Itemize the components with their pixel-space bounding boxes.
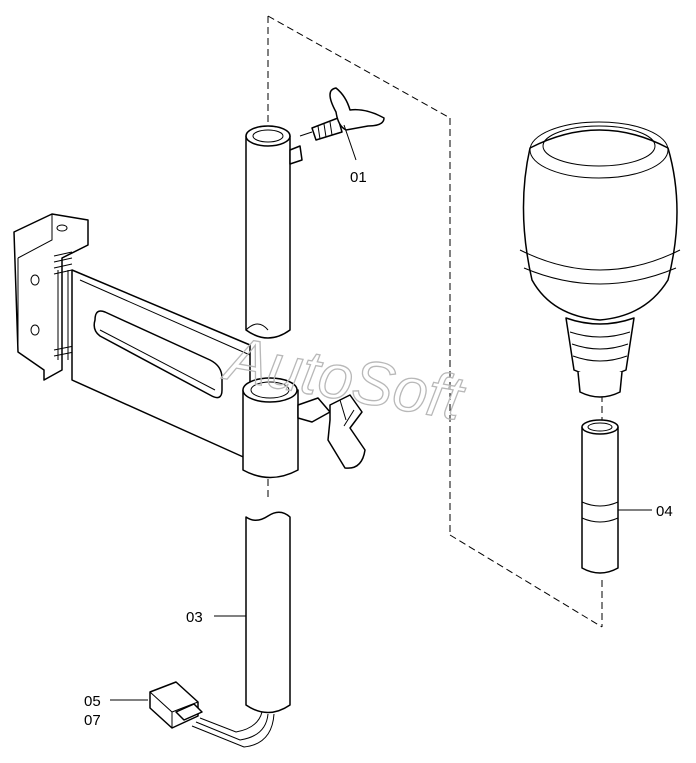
part-label-03: 03 [186,609,203,626]
leader-lines [110,124,652,701]
part-label-05: 05 [84,693,101,710]
beacon-lamp [519,121,681,398]
part-label-01: 01 [350,169,367,186]
cable-connector [149,681,203,729]
adapter-sleeve [581,419,619,574]
upper-tube [245,125,303,339]
mounting-plane-outline [267,15,603,628]
clamp-sleeve [242,377,366,479]
lower-tube [191,511,291,748]
wing-screw [299,87,385,141]
part-label-07: 07 [84,712,101,729]
part-label-04: 04 [656,503,673,520]
mounting-bracket [13,213,251,461]
